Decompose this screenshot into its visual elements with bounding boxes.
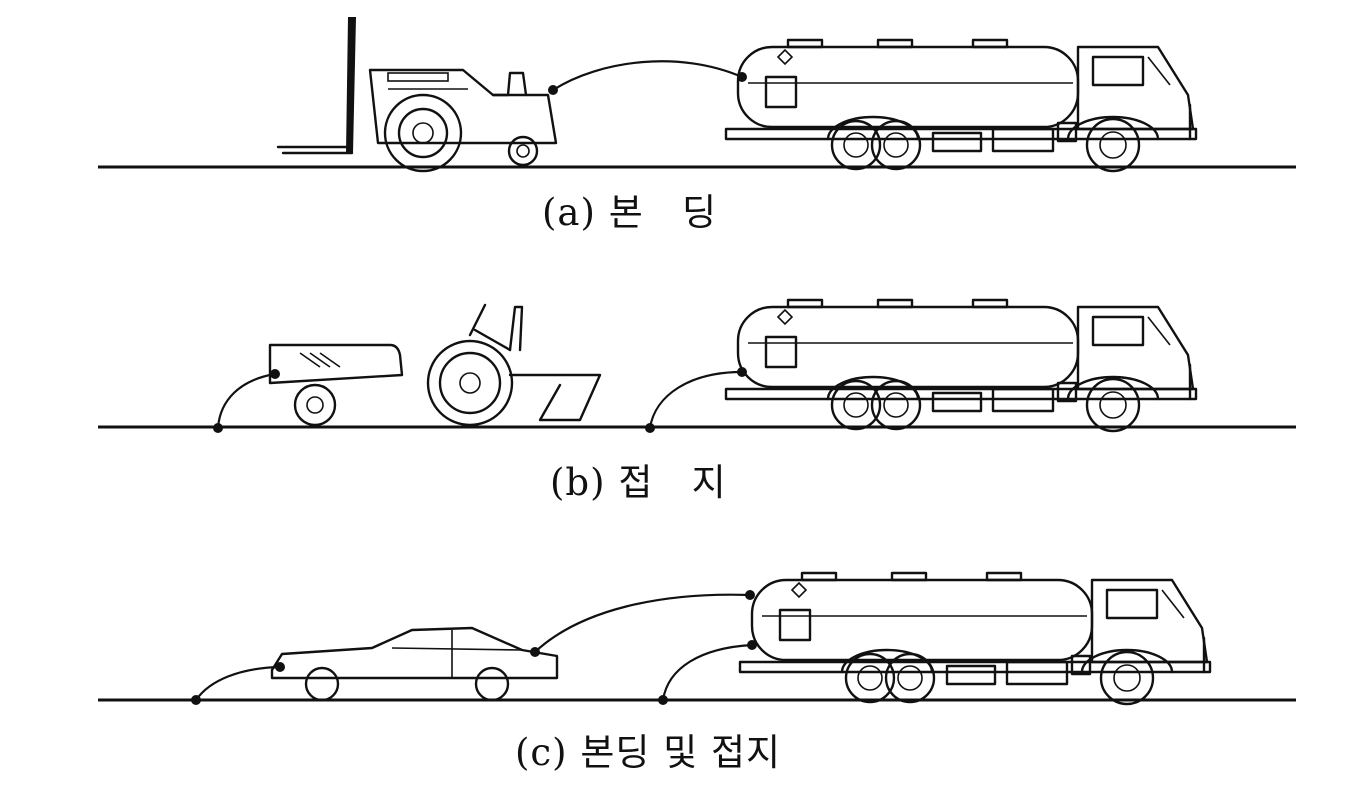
tanker-truck-a <box>724 38 1198 173</box>
ground-wire-car <box>195 665 281 701</box>
caption-grounding: (b) 접 지 <box>550 461 727 504</box>
ground-clamp-tanker <box>737 367 747 377</box>
ground-wire-tanker-c <box>661 643 753 701</box>
ground-clamp-tractor <box>270 369 280 379</box>
ground-wire-tanker <box>648 370 743 429</box>
bonding-wire-c <box>534 593 751 653</box>
ground-rod-tractor <box>213 423 223 433</box>
tanker-truck-b <box>724 298 1198 433</box>
panel-a <box>98 15 1296 173</box>
ground-rod-tanker-c <box>658 695 668 705</box>
ground-clamp-car <box>275 662 285 672</box>
bond-clamp-tanker <box>737 72 747 82</box>
bond-clamp-tanker-c <box>745 590 755 600</box>
tractor-illustration <box>268 303 602 427</box>
bonding-wire <box>552 60 743 91</box>
caption-bonding-and-grounding: (c) 본딩 및 접지 <box>515 731 782 774</box>
ground-rod-car <box>191 695 201 705</box>
panel-c <box>98 571 1296 706</box>
forklift-illustration <box>276 15 558 173</box>
ground-clamp-tanker-c <box>747 640 757 650</box>
tanker-truck-c <box>738 571 1212 706</box>
bond-clamp-forklift <box>548 85 558 95</box>
ground-wire-tractor <box>216 372 276 429</box>
panel-b <box>98 298 1296 433</box>
caption-bonding: (a) 본 딩 <box>542 191 718 234</box>
car-illustration <box>270 626 559 702</box>
bond-clamp-car <box>530 647 540 657</box>
ground-rod-tanker <box>645 423 655 433</box>
